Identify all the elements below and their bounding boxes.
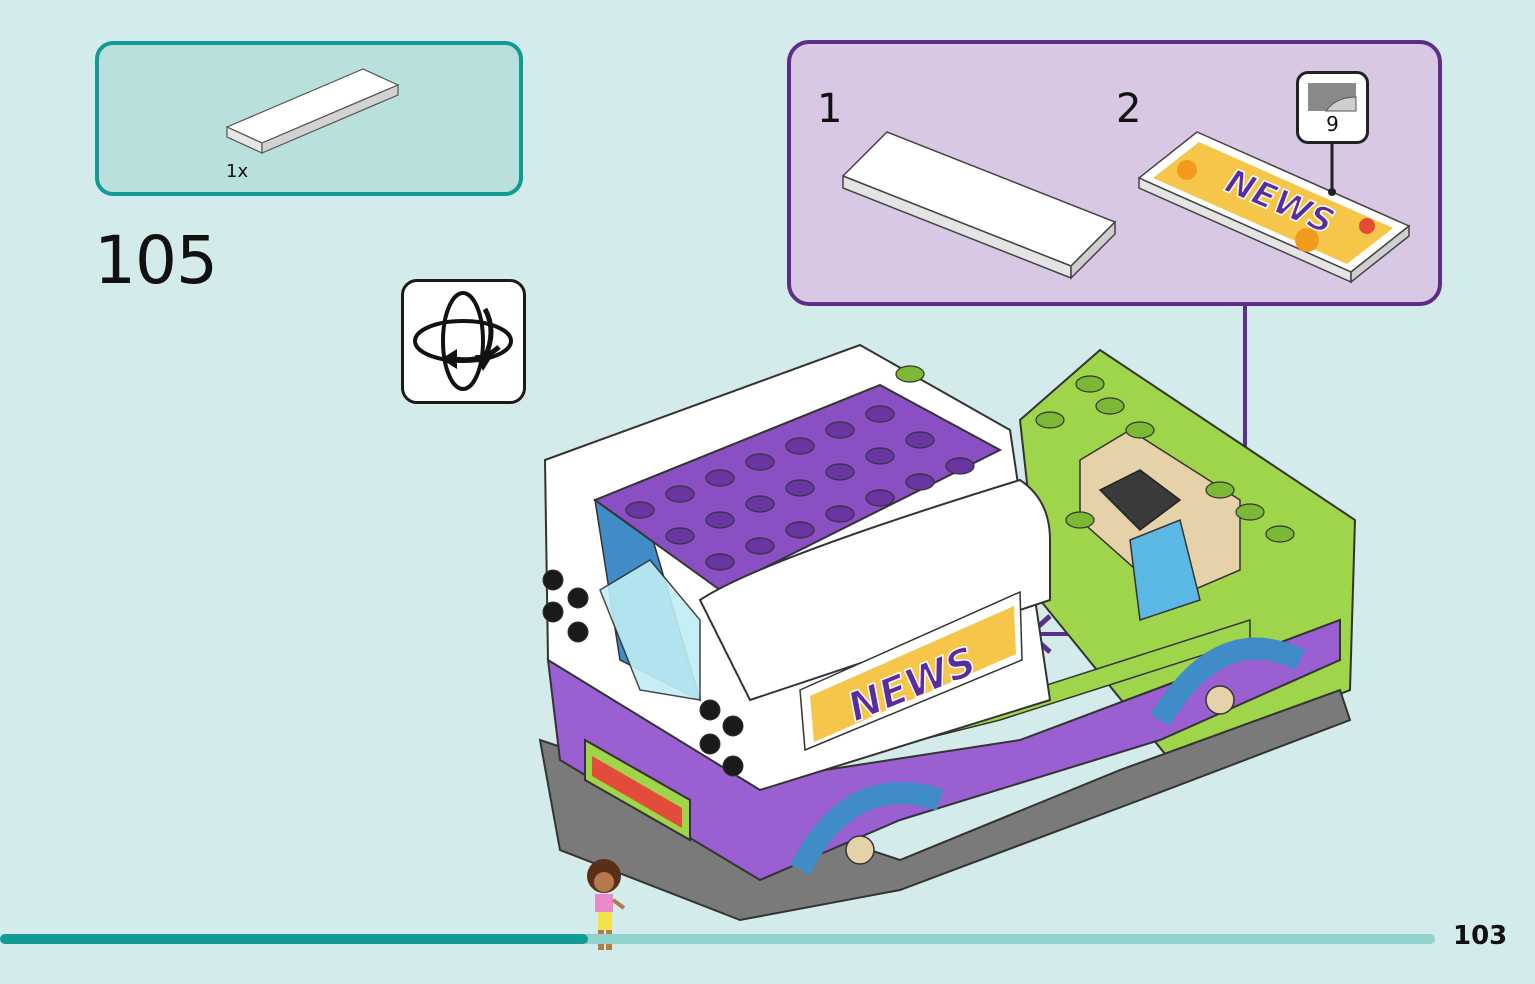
sticker-sheet-icon [1308,83,1357,112]
news-sticker-tile-icon: NEWS [1137,131,1411,284]
white-flat-tile-icon [225,68,400,154]
sticker-number: 9 [1326,112,1339,136]
sticker-leader-line [1328,142,1336,196]
rotate-model-icon [413,291,513,391]
sub-step-number-1: 1 [817,86,843,132]
page-number: 103 [1453,921,1508,951]
sticker-reference: 9 [1296,71,1369,144]
sub-step-number-2: 2 [1116,86,1142,132]
parts-list-box: 1x [95,41,523,196]
step-number: 105 [94,222,218,299]
sub-assembly-callout: 1 2 NEWS 9 [787,40,1442,306]
part-quantity: 1x [226,161,249,182]
white-flat-tile-icon [841,131,1117,280]
rotate-indicator [401,279,526,404]
progress-fill [0,934,589,944]
progress-track [0,934,1435,944]
